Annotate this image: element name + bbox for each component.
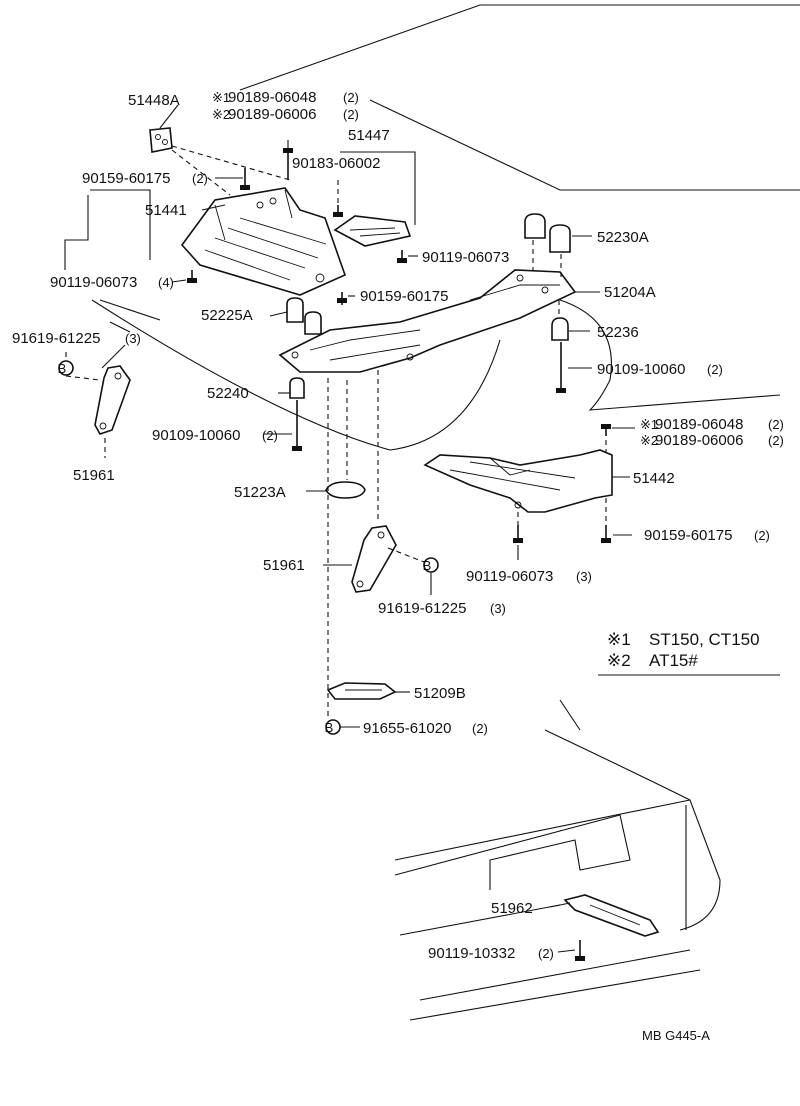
label-51209B: 51209B bbox=[414, 685, 466, 702]
label-51447: 51447 bbox=[348, 127, 390, 144]
part-52240 bbox=[289, 377, 305, 399]
qty-90109-10060-b: (2) bbox=[262, 428, 278, 443]
label-90119-10332: 90119-10332 bbox=[428, 945, 515, 962]
part-51448A bbox=[149, 127, 173, 153]
qty-90189-06048-b: (2) bbox=[768, 417, 784, 432]
car-body-outline-lower bbox=[394, 699, 721, 1021]
part-51961-center bbox=[351, 525, 397, 593]
qty-90189-06006-b: (2) bbox=[768, 433, 784, 448]
part-52225A bbox=[286, 297, 322, 335]
label-90159-60175-c: 90159-60175 bbox=[644, 527, 732, 544]
legend-mark-2: ※2 bbox=[607, 651, 631, 670]
part-51223A bbox=[325, 481, 366, 499]
part-52236 bbox=[551, 317, 569, 341]
bolt-marks bbox=[187, 148, 611, 961]
car-body-outline-upper bbox=[64, 4, 800, 451]
label-90189-06048-b: 90189-06048 bbox=[655, 416, 743, 433]
qty-90119-06073-b: (4) bbox=[158, 275, 174, 290]
part-51962 bbox=[563, 894, 660, 937]
label-91619-61225-a: 91619-61225 bbox=[12, 330, 100, 347]
b-marker-1: B bbox=[58, 361, 67, 376]
label-90189-06006: 90189-06006 bbox=[228, 106, 316, 123]
note1-mark-right: ※1 bbox=[640, 417, 658, 432]
label-90109-10060-a: 90109-10060 bbox=[597, 361, 685, 378]
label-52225A: 52225A bbox=[201, 307, 253, 324]
legend-mark-1: ※1 bbox=[607, 630, 631, 649]
part-51447 bbox=[333, 215, 412, 247]
b-marker-2: B bbox=[423, 558, 432, 573]
qty-90159-60175-a: (2) bbox=[192, 171, 208, 186]
label-90109-10060-b: 90109-10060 bbox=[152, 427, 240, 444]
label-90119-06073-c: 90119-06073 bbox=[466, 568, 553, 585]
label-90183-06002: 90183-06002 bbox=[292, 155, 380, 172]
label-52230A: 52230A bbox=[597, 229, 649, 246]
part-51441 bbox=[180, 187, 346, 296]
qty-90119-10332: (2) bbox=[538, 946, 554, 961]
note2-mark-top: ※2 bbox=[212, 107, 230, 122]
qty-90189-06048: (2) bbox=[343, 90, 359, 105]
legend-text-1: ST150, CT150 bbox=[649, 630, 760, 649]
leader-lines bbox=[101, 104, 780, 953]
label-51223A: 51223A bbox=[234, 484, 286, 501]
assembly-dashed-lines bbox=[65, 145, 607, 720]
label-90189-06048: 90189-06048 bbox=[228, 89, 316, 106]
label-51204A: 51204A bbox=[604, 284, 656, 301]
part-51204A bbox=[278, 269, 577, 373]
qty-91619-61225-b: (3) bbox=[490, 601, 506, 616]
label-51961-b: 51961 bbox=[263, 557, 305, 574]
label-90189-06006-b: 90189-06006 bbox=[655, 432, 743, 449]
label-52240: 52240 bbox=[207, 385, 249, 402]
part-51961-left bbox=[94, 365, 131, 435]
b-marker-3: B bbox=[325, 720, 334, 735]
label-90119-06073-a: 90119-06073 bbox=[422, 249, 509, 266]
qty-90109-10060-a: (2) bbox=[707, 362, 723, 377]
part-51209B bbox=[326, 682, 397, 700]
note1-mark-top: ※1 bbox=[212, 90, 230, 105]
part-51442 bbox=[423, 449, 613, 513]
label-90159-60175-a: 90159-60175 bbox=[82, 170, 170, 187]
label-91619-61225-b: 91619-61225 bbox=[378, 600, 466, 617]
label-52236: 52236 bbox=[597, 324, 639, 341]
part-52230A bbox=[524, 213, 571, 253]
label-51962: 51962 bbox=[491, 900, 533, 917]
label-51442: 51442 bbox=[633, 470, 675, 487]
qty-91655-61020: (2) bbox=[472, 721, 488, 736]
qty-90159-60175-c: (2) bbox=[754, 528, 770, 543]
label-51448A: 51448A bbox=[128, 92, 180, 109]
note2-mark-right: ※2 bbox=[640, 433, 658, 448]
qty-90119-06073-c: (3) bbox=[576, 569, 592, 584]
label-91655-61020: 91655-61020 bbox=[363, 720, 451, 737]
label-51441: 51441 bbox=[145, 202, 187, 219]
legend-text-2: AT15# bbox=[649, 651, 698, 670]
label-51961-a: 51961 bbox=[73, 467, 115, 484]
label-90119-06073-b: 90119-06073 bbox=[50, 274, 137, 291]
label-90159-60175-b: 90159-60175 bbox=[360, 288, 448, 305]
qty-90189-06006: (2) bbox=[343, 107, 359, 122]
figure-reference: MB G445-A bbox=[642, 1028, 710, 1043]
qty-91619-61225-a: (3) bbox=[125, 331, 141, 346]
